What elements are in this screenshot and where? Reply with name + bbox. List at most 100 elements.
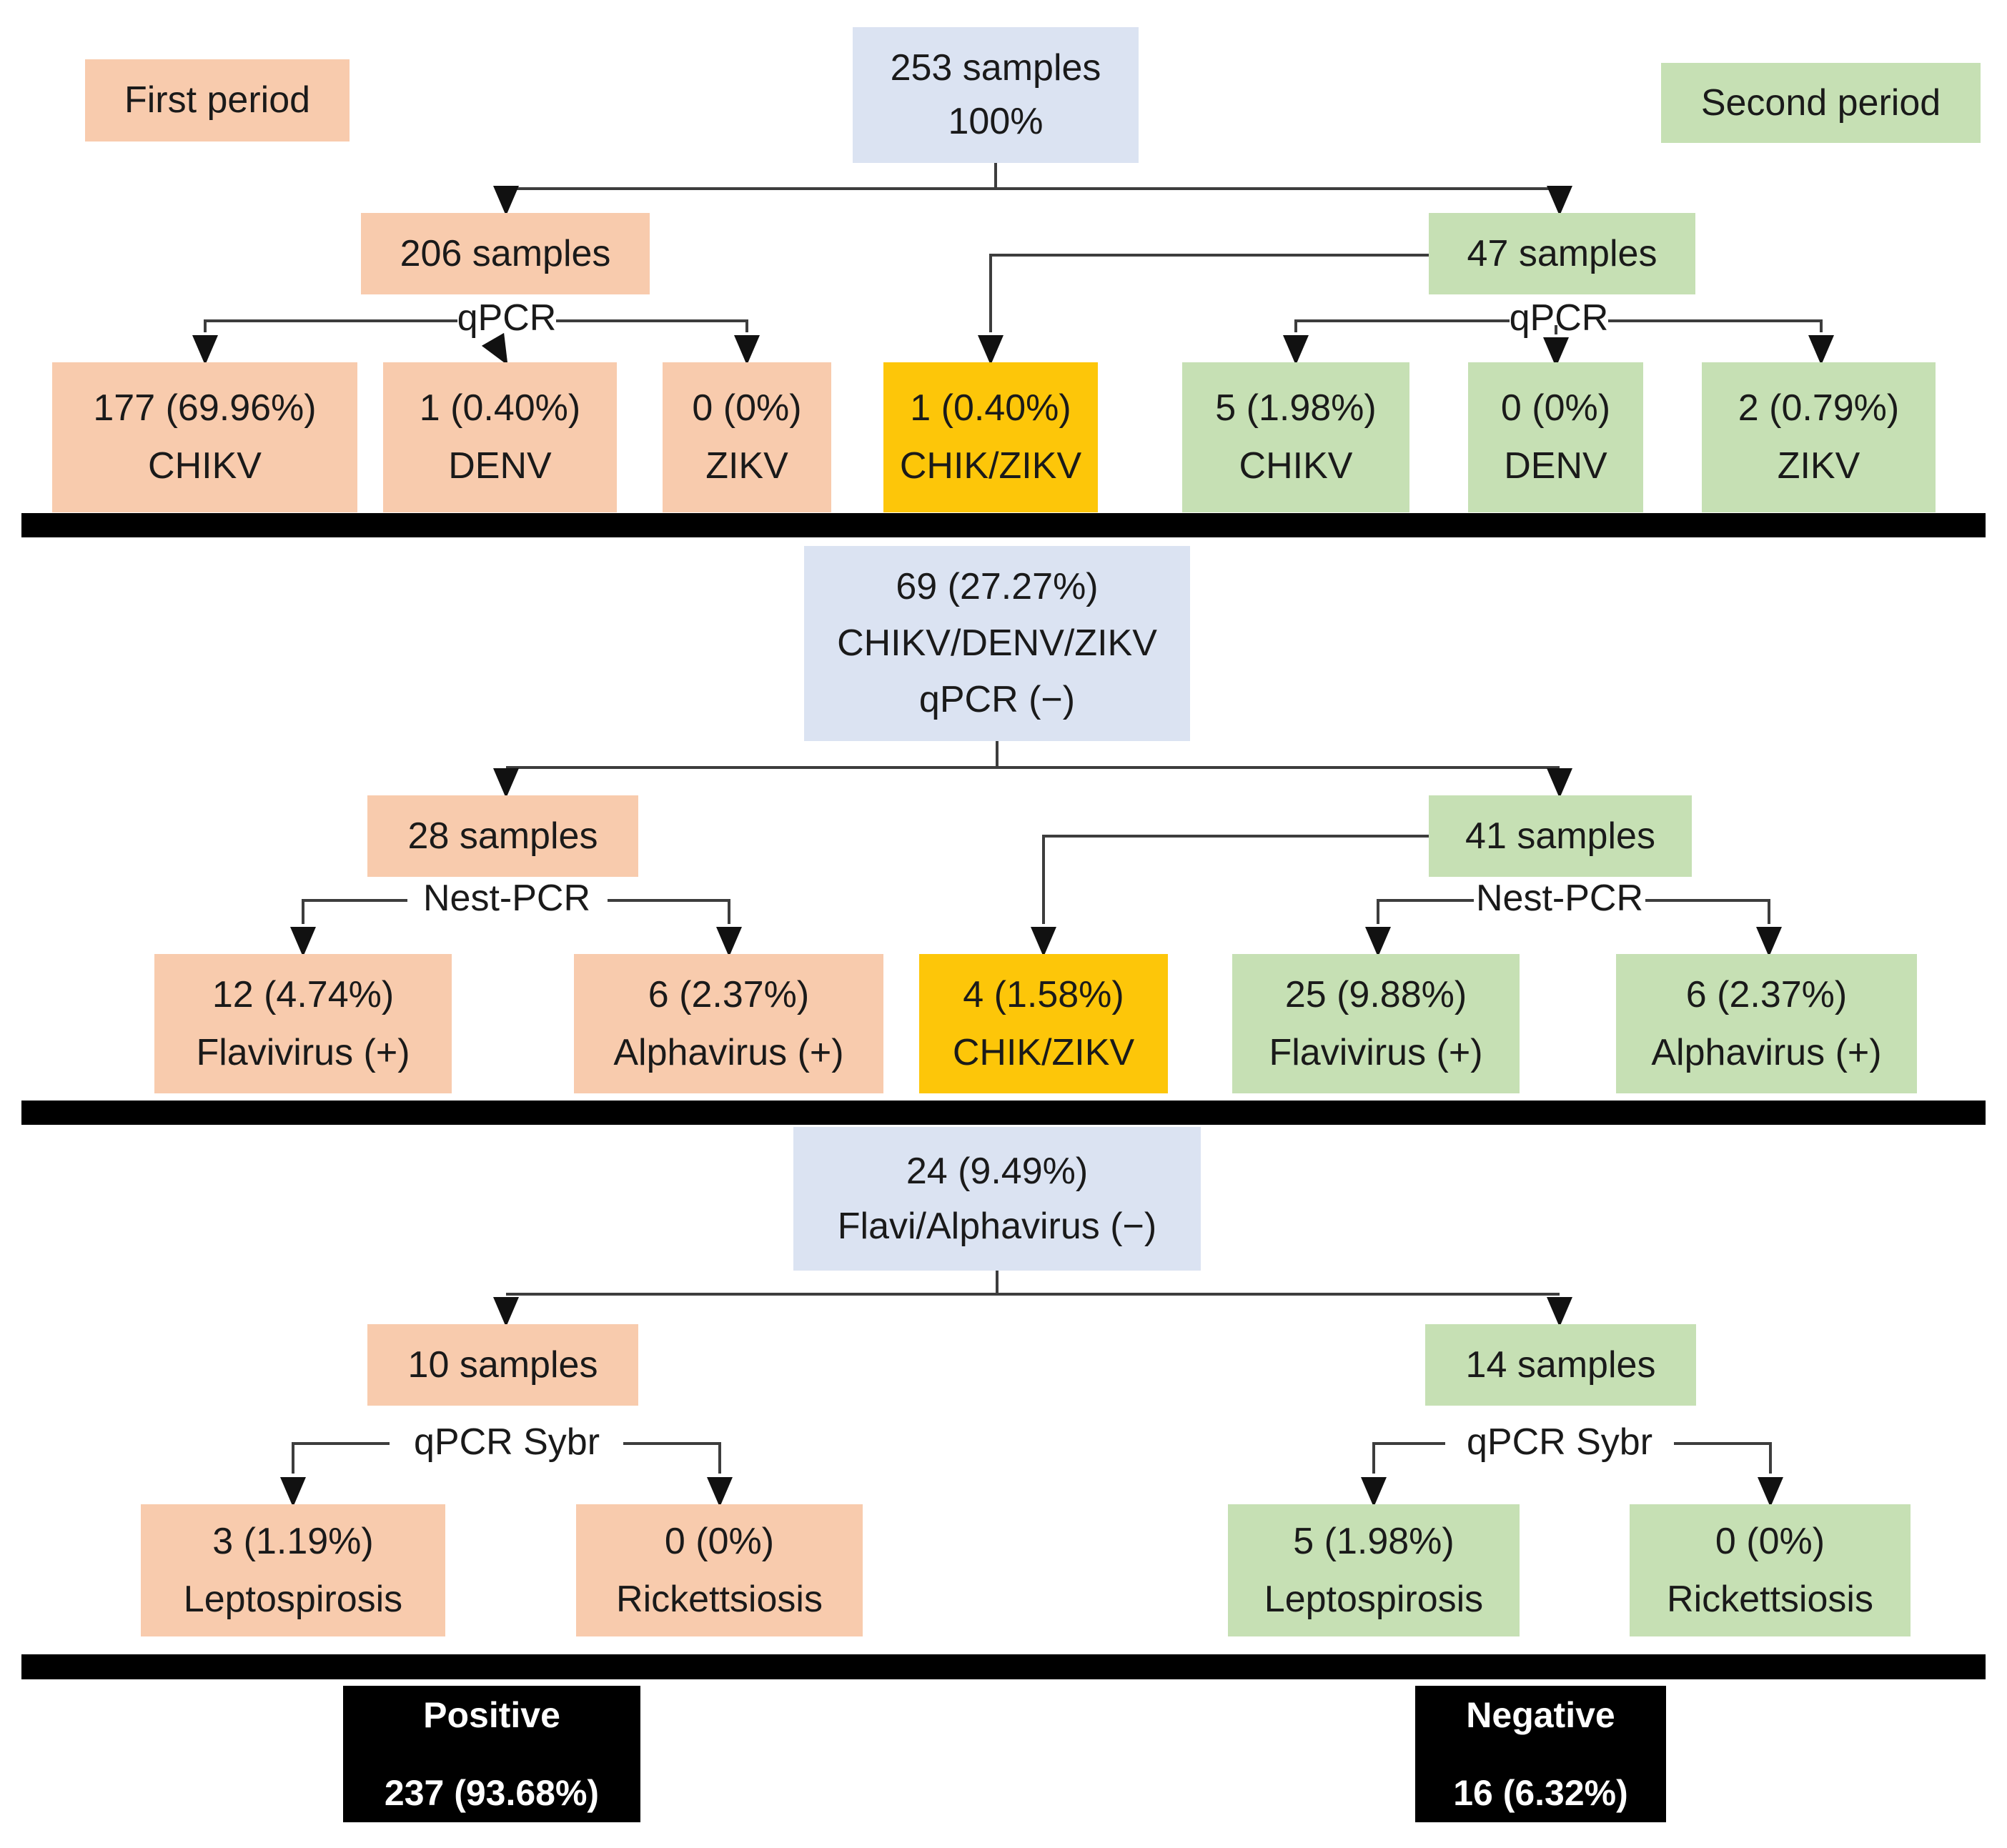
result-count: 3 (1.19%) xyxy=(212,1520,374,1562)
tier2-root-count: 69 (27.27%) xyxy=(896,566,1099,607)
arrowhead-icon xyxy=(493,768,519,798)
legend-first-period-label: First period xyxy=(124,79,311,121)
total-samples-percent: 100% xyxy=(948,101,1044,142)
arrowhead-icon xyxy=(1365,927,1391,957)
box-tier2-alphavirus-second: 6 (2.37%) Alphavirus (+) xyxy=(1616,954,1917,1093)
result-label: Leptospirosis xyxy=(183,1578,403,1620)
method-label-nestpcr-second: Nest-PCR xyxy=(1475,878,1644,919)
result-label: ZIKV xyxy=(705,445,788,487)
box-tier2-coinfection: 4 (1.58%) CHIK/ZIKV xyxy=(919,954,1168,1093)
tier2-first-samples-label: 28 samples xyxy=(407,815,598,857)
result-count: 5 (1.98%) xyxy=(1293,1520,1455,1562)
method-label-qpcr-sybr-second: qPCR Sybr xyxy=(1466,1421,1653,1463)
box-tier1-chikv-second: 5 (1.98%) CHIKV xyxy=(1182,362,1409,512)
box-tier2-alphavirus-first: 6 (2.37%) Alphavirus (+) xyxy=(574,954,883,1093)
total-samples-count: 253 samples xyxy=(890,47,1101,89)
result-label: Alphavirus (+) xyxy=(613,1031,844,1073)
tier2-root-viruses: CHIKV/DENV/ZIKV xyxy=(837,622,1157,664)
connector-line xyxy=(608,899,730,924)
arrowhead-icon xyxy=(493,1297,519,1327)
box-tier3-first-samples: 10 samples xyxy=(367,1324,638,1406)
box-tier2-first-samples: 28 samples xyxy=(367,795,638,877)
arrowhead-icon xyxy=(481,332,508,366)
divider-bar-3 xyxy=(21,1654,1986,1679)
arrowhead-icon xyxy=(1283,335,1309,365)
connector-line xyxy=(1372,1442,1445,1474)
summary-positive-count: 237 (93.68%) xyxy=(384,1772,600,1813)
tier3-root-label: Flavi/Alphavirus (−) xyxy=(837,1205,1157,1247)
legend-second-period: Second period xyxy=(1661,63,1981,143)
tier3-root-count: 24 (9.49%) xyxy=(906,1150,1089,1192)
connector-line xyxy=(1042,835,1429,924)
arrowhead-icon xyxy=(1808,335,1834,365)
arrowhead-icon xyxy=(290,927,316,957)
result-label: Flavivirus (+) xyxy=(1269,1031,1483,1073)
result-count: 6 (2.37%) xyxy=(648,973,810,1015)
arrowhead-icon xyxy=(1031,927,1056,957)
arrowhead-icon xyxy=(1547,186,1572,216)
arrowhead-icon xyxy=(192,335,218,365)
result-count: 0 (0%) xyxy=(664,1520,775,1562)
tier2-connectors xyxy=(290,741,1782,957)
box-tier1-denv-second: 0 (0%) DENV xyxy=(1468,362,1643,512)
tier1-first-samples-label: 206 samples xyxy=(400,232,611,274)
tier2-second-samples-label: 41 samples xyxy=(1465,815,1655,857)
result-count: 0 (0%) xyxy=(1500,387,1611,429)
result-label: CHIKV xyxy=(1239,445,1353,487)
tier2-root-method: qPCR (−) xyxy=(918,679,1076,720)
result-count: 2 (0.79%) xyxy=(1738,387,1900,429)
method-label-qpcr-first: qPCR xyxy=(457,297,557,339)
box-tier1-zikv-second: 2 (0.79%) ZIKV xyxy=(1702,362,1936,512)
box-tier3-second-samples: 14 samples xyxy=(1425,1324,1696,1406)
result-label: DENV xyxy=(1504,445,1607,487)
legend-second-period-label: Second period xyxy=(1700,81,1941,124)
result-label: CHIK/ZIKV xyxy=(899,445,1082,487)
divider-bar-1 xyxy=(21,513,1986,537)
result-count: 12 (4.74%) xyxy=(212,973,395,1015)
summary-positive-title: Positive xyxy=(423,1695,560,1735)
tier3-second-samples-label: 14 samples xyxy=(1465,1343,1656,1386)
arrowhead-icon xyxy=(734,335,760,365)
connector-line xyxy=(292,1442,390,1474)
box-tier3-leptospirosis-first: 3 (1.19%) Leptospirosis xyxy=(141,1504,445,1636)
connector-line xyxy=(204,319,457,332)
legend-first-period: First period xyxy=(85,59,350,141)
connector-line xyxy=(1608,319,1823,332)
box-tier2-flavivirus-first: 12 (4.74%) Flavivirus (+) xyxy=(154,954,452,1093)
connector-line xyxy=(556,319,748,332)
method-label-qpcr-sybr-first: qPCR Sybr xyxy=(413,1421,600,1463)
arrowhead-icon xyxy=(1361,1477,1387,1507)
result-count: 1 (0.40%) xyxy=(419,387,581,429)
result-count: 5 (1.98%) xyxy=(1215,387,1377,429)
box-tier3-root-negative-nestpcr: 24 (9.49%) Flavi/Alphavirus (−) xyxy=(793,1127,1201,1271)
arrowhead-icon xyxy=(978,335,1004,365)
method-label-nestpcr-first: Nest-PCR xyxy=(422,878,591,919)
box-tier3-rickettsiosis-first: 0 (0%) Rickettsiosis xyxy=(576,1504,863,1636)
result-label: Rickettsiosis xyxy=(616,1578,823,1620)
result-label: Alphavirus (+) xyxy=(1651,1031,1882,1073)
arrowhead-icon xyxy=(1758,1477,1783,1507)
result-count: 0 (0%) xyxy=(1715,1520,1825,1562)
summary-negative-count: 16 (6.32%) xyxy=(1453,1772,1628,1813)
arrowhead-icon xyxy=(280,1477,306,1507)
connector-line xyxy=(302,899,407,924)
box-tier1-denv-first: 1 (0.40%) DENV xyxy=(383,362,617,512)
box-tier2-second-samples: 41 samples xyxy=(1429,795,1692,877)
box-tier3-leptospirosis-second: 5 (1.98%) Leptospirosis xyxy=(1228,1504,1520,1636)
method-label-qpcr-second: qPCR xyxy=(1509,297,1609,339)
box-summary-negative: Negative 16 (6.32%) xyxy=(1415,1686,1666,1822)
box-summary-positive: Positive 237 (93.68%) xyxy=(343,1686,640,1822)
result-label: Flavivirus (+) xyxy=(196,1031,410,1073)
result-label: CHIK/ZIKV xyxy=(952,1031,1135,1073)
box-tier1-chikv-first: 177 (69.96%) CHIKV xyxy=(52,362,357,512)
box-tier1-second-samples: 47 samples xyxy=(1429,213,1695,294)
arrowhead-icon xyxy=(1756,927,1782,957)
arrowhead-icon xyxy=(1547,1297,1572,1327)
connector-line xyxy=(1674,1442,1772,1474)
connector-line xyxy=(623,1442,721,1474)
arrowhead-icon xyxy=(1543,337,1569,367)
result-label: Leptospirosis xyxy=(1264,1578,1484,1620)
connector-line xyxy=(1377,899,1474,924)
